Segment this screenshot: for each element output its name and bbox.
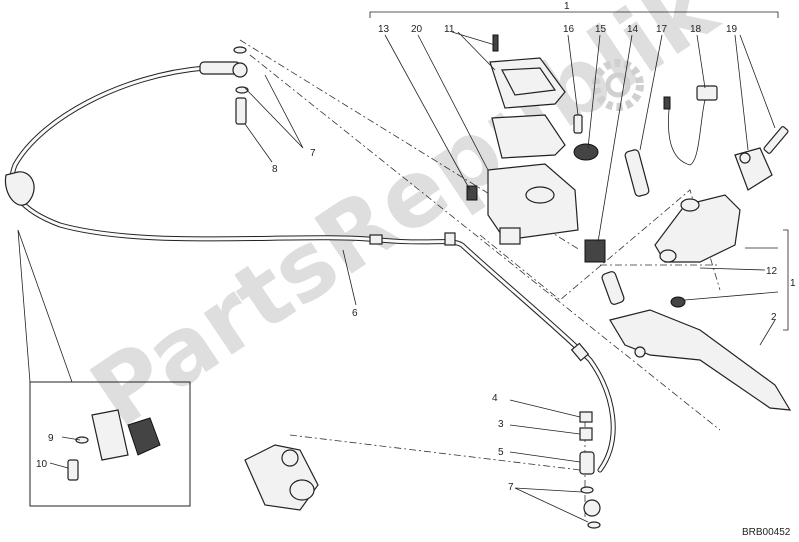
- callout-18: 18: [690, 24, 702, 35]
- master-cylinder: [654, 147, 773, 263]
- callout-7-top: 7: [310, 148, 316, 159]
- hose-ferrules: [369, 232, 590, 362]
- callout-4: 4: [492, 393, 498, 404]
- bolt-19: [763, 126, 789, 154]
- callout-1-right: 1: [790, 278, 796, 289]
- callout-9: 9: [48, 433, 54, 444]
- clutch-lever: [609, 309, 792, 411]
- leader-lines: [49, 31, 779, 523]
- callout-7-bottom: 7: [508, 482, 514, 493]
- bracket-right: [783, 229, 789, 331]
- gear-watermark-icon: [592, 59, 644, 111]
- callout-16: 16: [563, 24, 575, 35]
- small-parts: [573, 114, 686, 308]
- callout-8: 8: [272, 164, 278, 175]
- screw-11: [492, 34, 499, 52]
- lower-fittings: [579, 411, 601, 529]
- callout-5: 5: [498, 447, 504, 458]
- callout-1-top: 1: [564, 1, 570, 12]
- callout-12: 12: [766, 266, 778, 277]
- reservoir-cap: [489, 57, 566, 109]
- callout-labels: 1 13 20 11 16 15 14 17 18 19 1 12 2 7 8 …: [36, 1, 796, 493]
- callout-20: 20: [411, 24, 423, 35]
- washers-top: [233, 46, 249, 125]
- callout-11: 11: [444, 24, 455, 35]
- callout-2: 2: [771, 312, 777, 323]
- callout-19: 19: [726, 24, 738, 35]
- inset-leader: [17, 229, 73, 383]
- reservoir-gasket: [491, 114, 566, 159]
- clutch-hose: [9, 65, 616, 473]
- bracket-top: [369, 11, 779, 18]
- inset-parts: [67, 409, 161, 481]
- reservoir-body: [487, 163, 579, 245]
- callout-3: 3: [498, 419, 504, 430]
- diagram-code: BRB00452: [742, 527, 791, 538]
- callout-6: 6: [352, 308, 358, 319]
- callout-10: 10: [36, 459, 48, 470]
- clutch-switch: [663, 85, 718, 166]
- clip-13: [466, 185, 478, 201]
- callout-13: 13: [378, 24, 390, 35]
- hose-clip: [4, 171, 35, 206]
- callout-15: 15: [595, 24, 607, 35]
- callout-14: 14: [627, 24, 639, 35]
- slave-cylinder: [244, 444, 319, 511]
- banjo-eye: [232, 62, 248, 78]
- inset-box: [29, 381, 191, 507]
- callout-17: 17: [656, 24, 668, 35]
